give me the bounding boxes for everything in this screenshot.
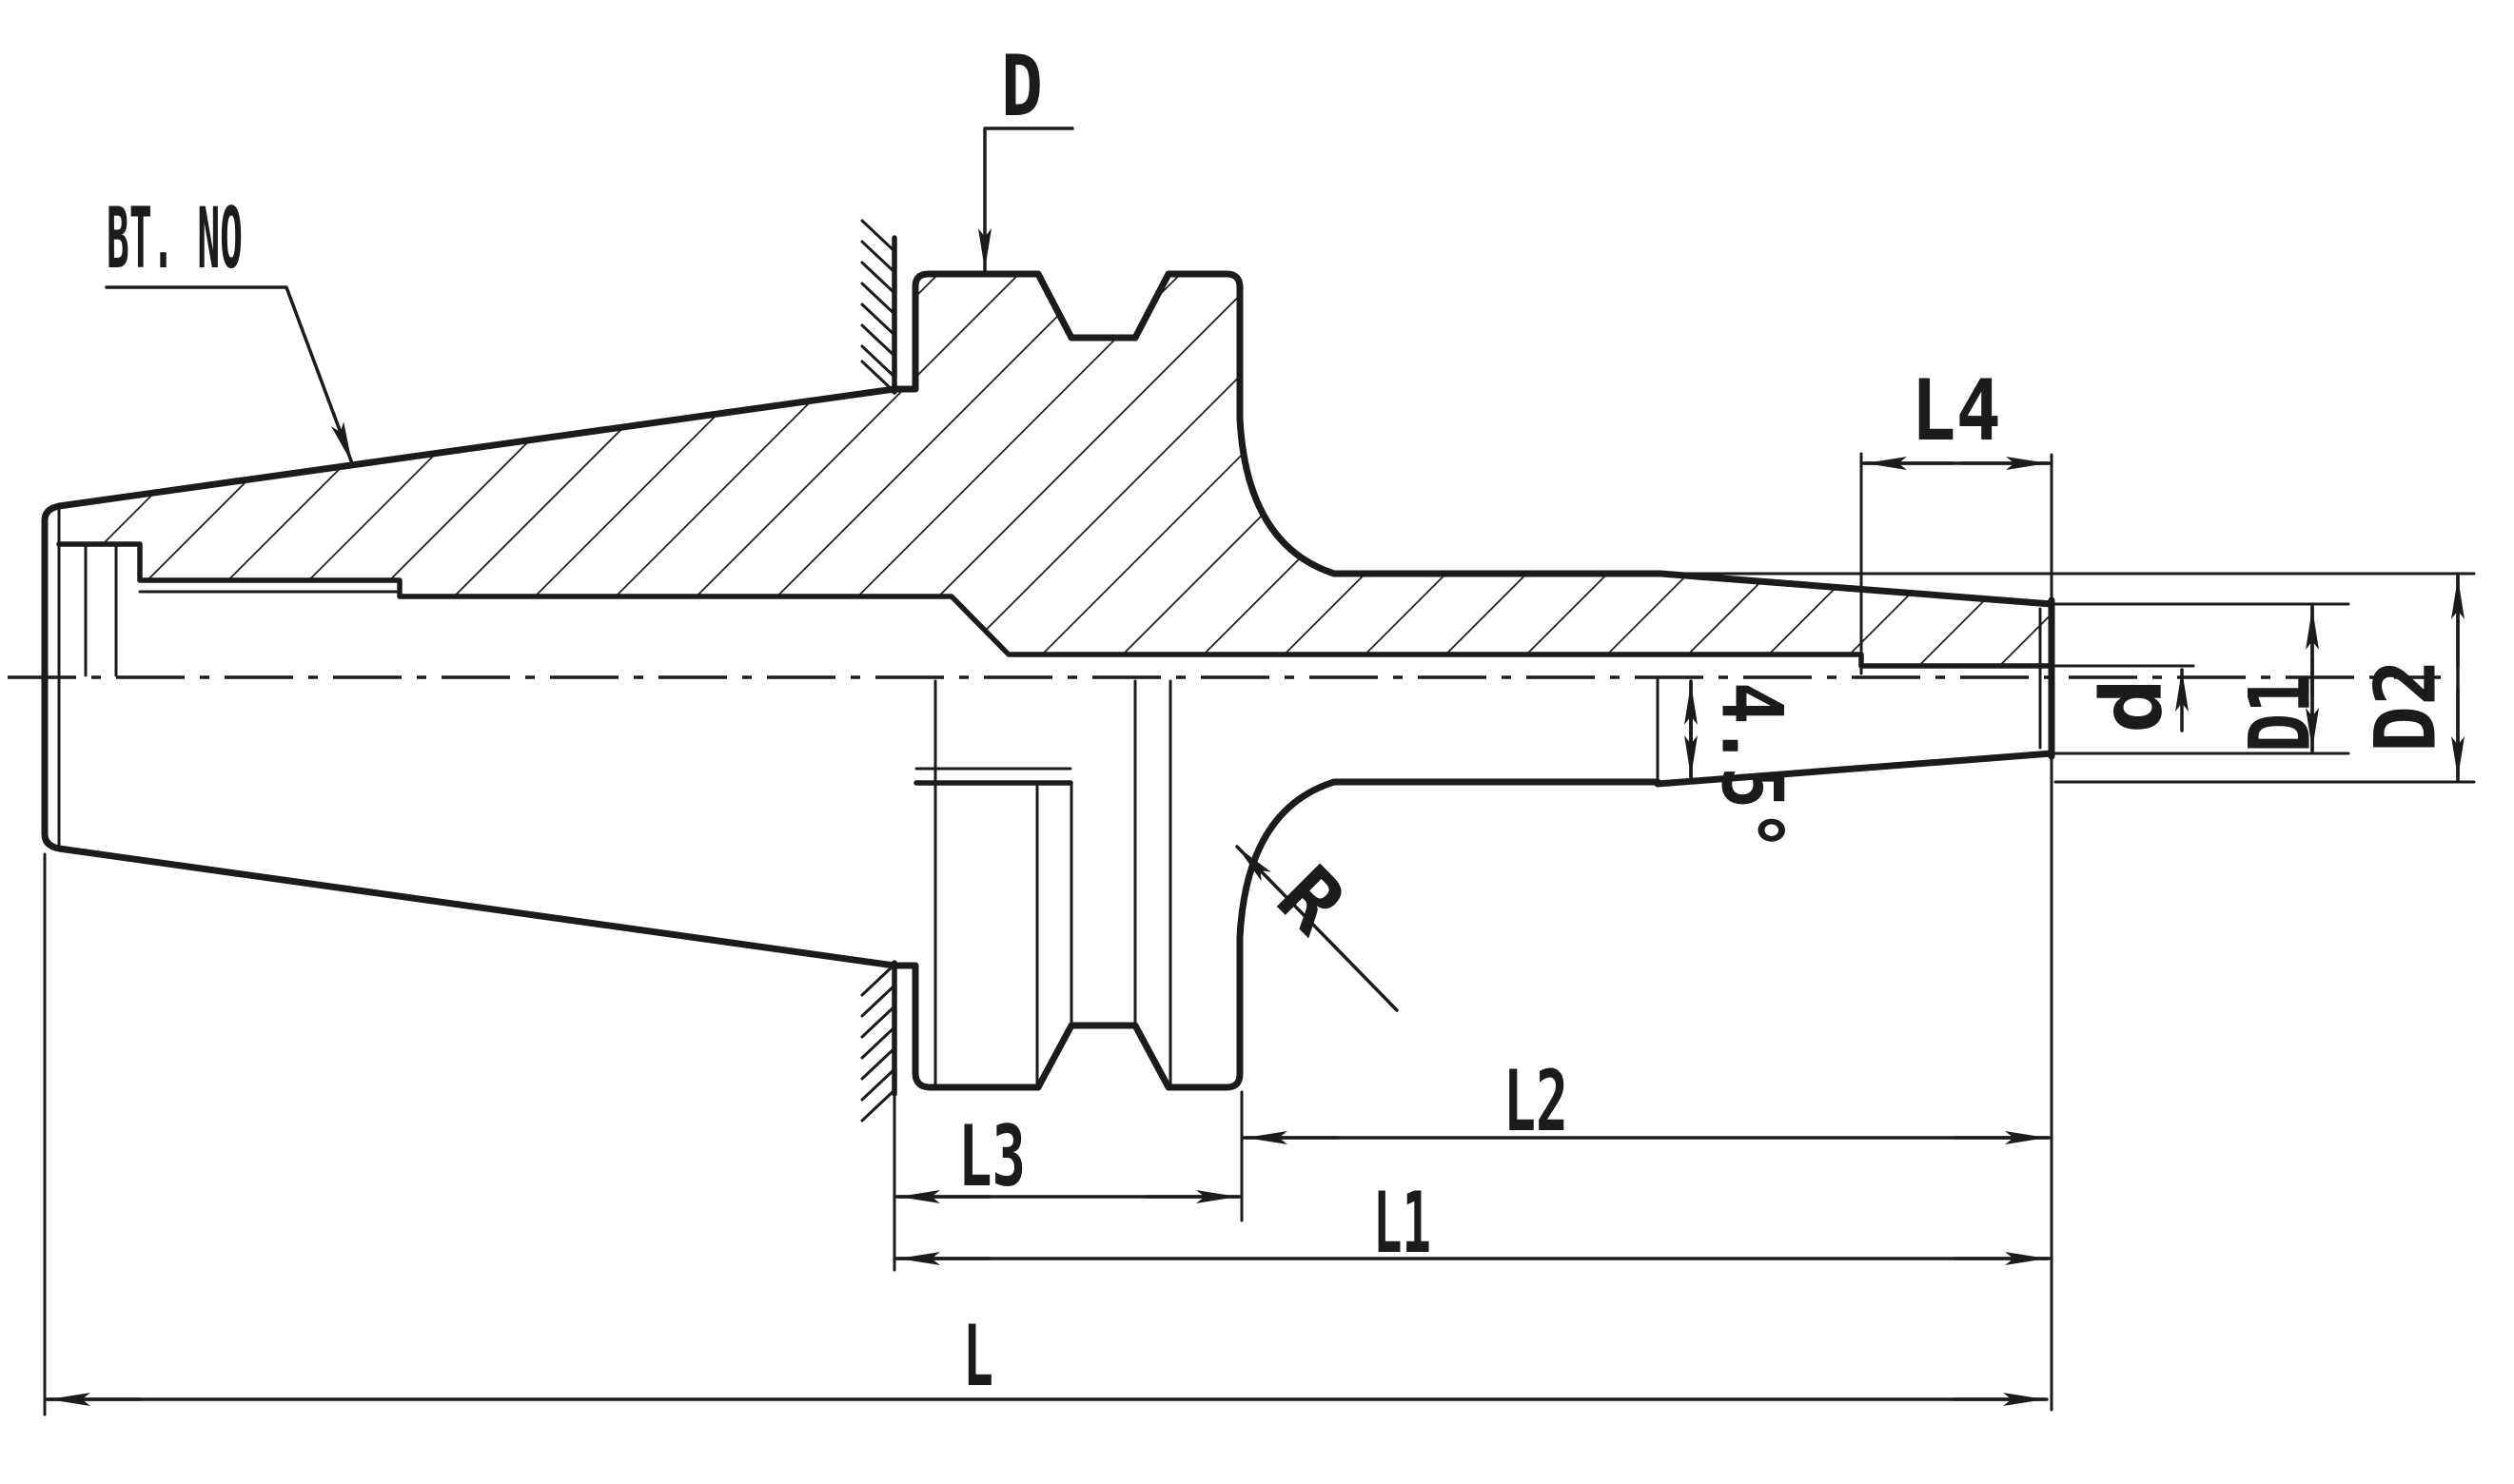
labels: BT. NO D L4 L3 L2 L1 L d D1 D2 4.5° R — [107, 37, 2455, 1405]
label-angle: 4.5° — [1703, 682, 1801, 851]
dimension-lines — [45, 127, 2465, 1406]
spindle-face-symbol — [860, 219, 897, 1123]
label-D2: D2 — [2357, 659, 2455, 752]
spindle-hatch-top — [860, 219, 896, 394]
extension-lines — [43, 452, 2476, 1416]
leader-R — [1235, 845, 1399, 1012]
label-d: d — [2083, 678, 2181, 733]
leader-D — [978, 127, 1074, 272]
label-D1: D1 — [2231, 674, 2329, 752]
label-L4: L4 — [1911, 361, 2001, 459]
label-L: L — [963, 1307, 993, 1405]
label-L1: L1 — [1373, 1174, 1431, 1272]
label-R: R — [1259, 848, 1364, 952]
section-hatch-area — [59, 274, 2052, 666]
tool-holder-outline — [41, 270, 2055, 1091]
label-D: D — [1001, 37, 1043, 135]
leader-bt-no — [105, 285, 354, 465]
label-L3: L3 — [958, 1107, 1026, 1205]
spindle-hatch-bottom — [860, 963, 896, 1123]
flange-body-top-outline — [891, 270, 2055, 608]
label-bt-no: BT. NO — [107, 189, 243, 287]
flange-groove-details — [913, 679, 1172, 1087]
label-L2: L2 — [1503, 1052, 1568, 1150]
nose-taper-bottom-edge — [1654, 750, 2055, 788]
flange-body-bottom-outline — [891, 778, 1661, 1091]
